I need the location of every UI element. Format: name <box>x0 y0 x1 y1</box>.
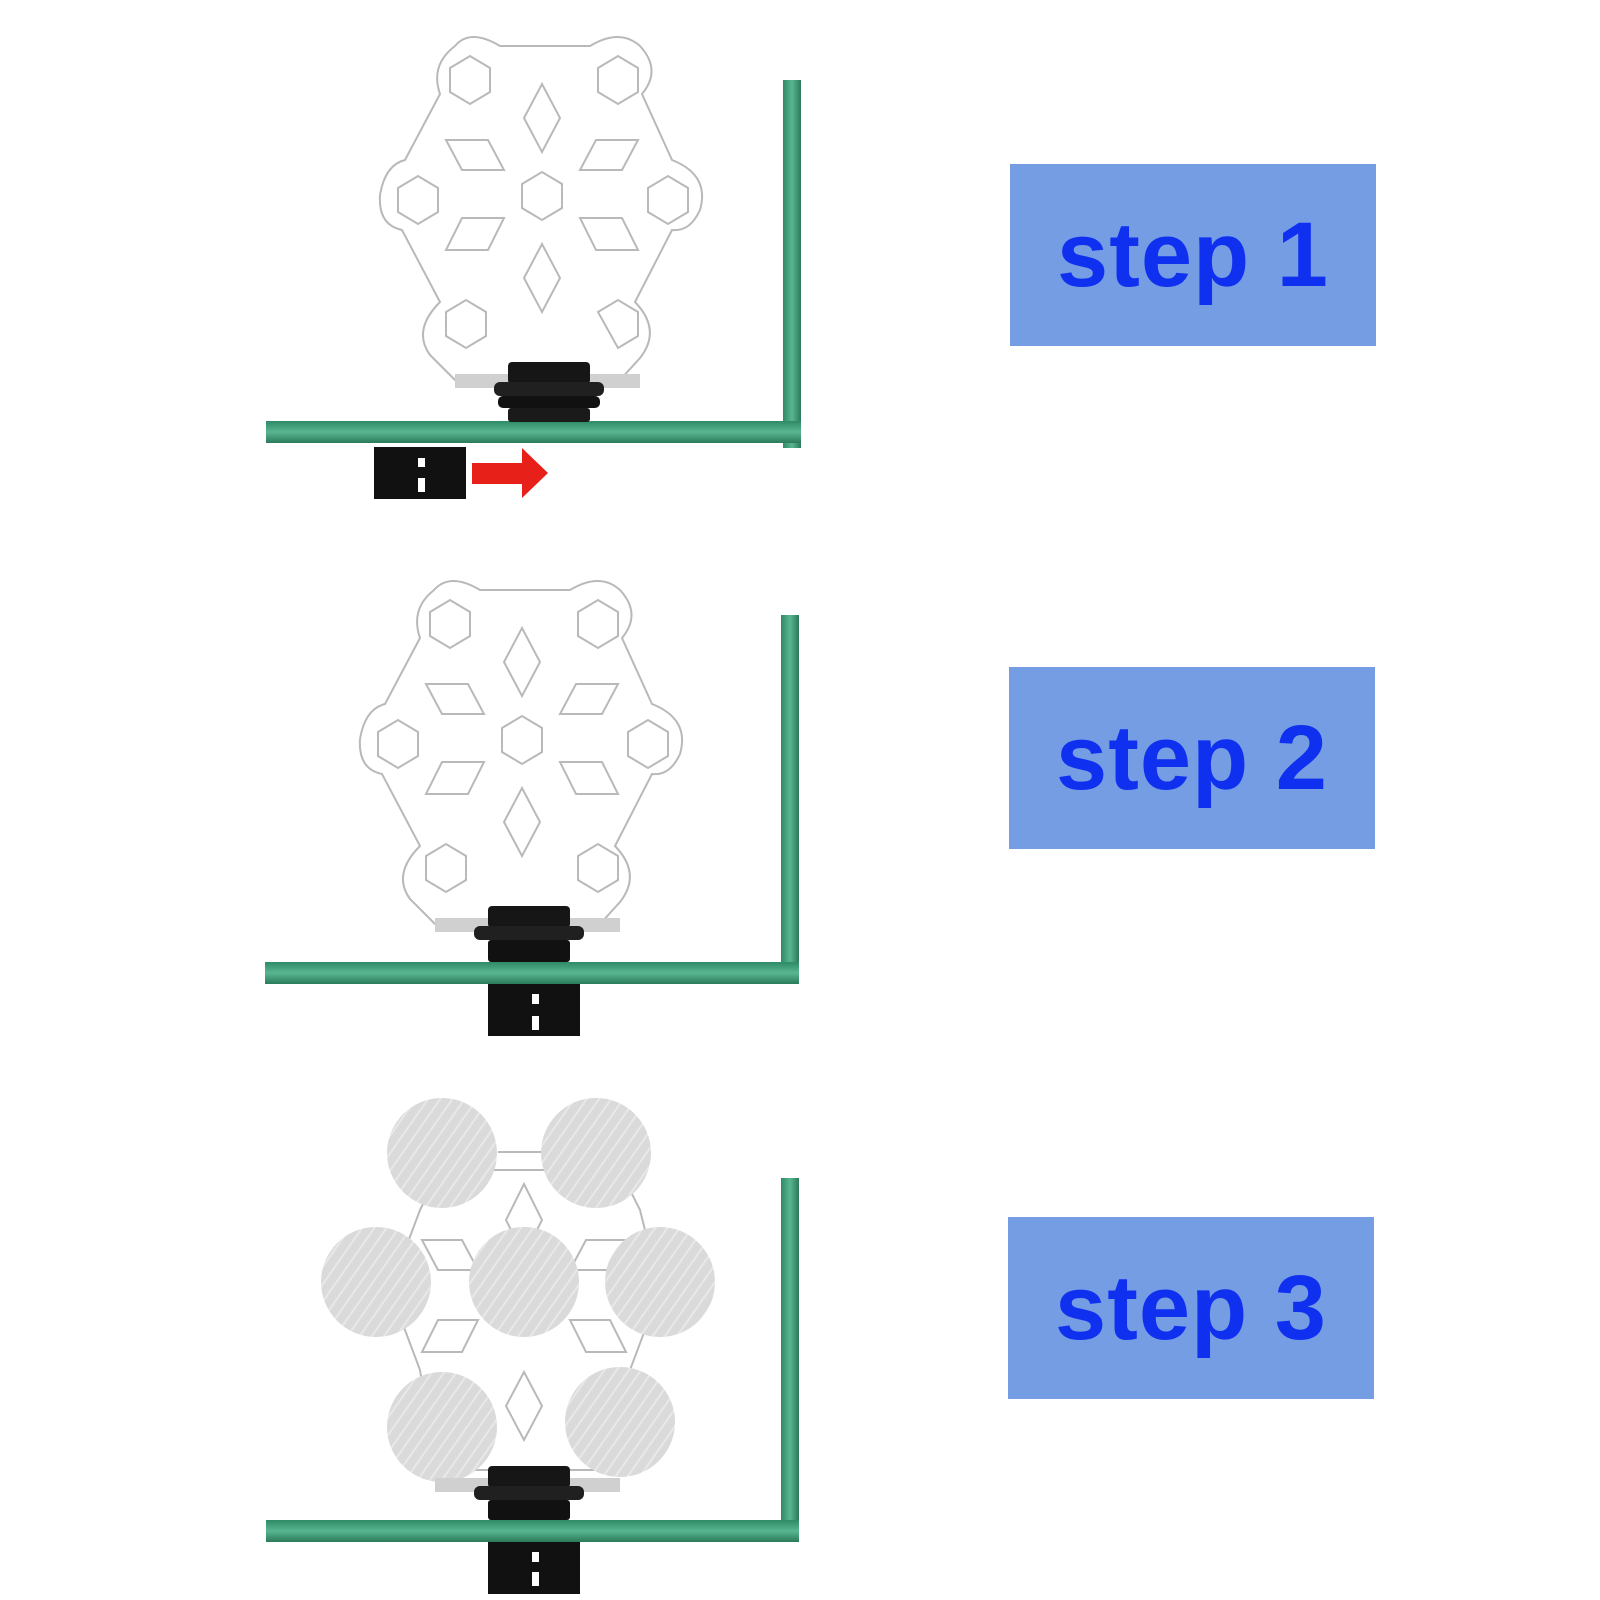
arrow-right-icon <box>472 448 548 498</box>
adhesive-pad <box>565 1367 675 1477</box>
suction-cup-base <box>455 362 640 422</box>
adhesive-pad <box>541 1098 651 1208</box>
step-1-label: step 1 <box>1010 164 1376 346</box>
glass-wall <box>783 80 801 448</box>
step-3-text: step 3 <box>1055 1256 1327 1359</box>
step-2-text: step 2 <box>1056 706 1328 809</box>
step-1-illustration <box>266 36 801 499</box>
glass-wall <box>781 1178 799 1542</box>
adhesive-pad <box>387 1372 497 1482</box>
step-2-label: step 2 <box>1009 667 1375 849</box>
step-1-text: step 1 <box>1057 203 1329 306</box>
acrylic-snowflake-panel <box>378 36 704 381</box>
step-3-illustration <box>266 1098 799 1594</box>
suction-cup-base <box>435 906 620 962</box>
step-2-illustration <box>265 580 799 1036</box>
adhesive-pad <box>321 1227 431 1337</box>
glass-shelf <box>266 421 801 443</box>
adhesive-pad <box>605 1227 715 1337</box>
acrylic-snowflake-panel <box>358 580 684 925</box>
adhesive-pads <box>321 1098 715 1482</box>
adhesive-pad <box>387 1098 497 1208</box>
clip-icon <box>374 447 466 499</box>
glass-shelf <box>266 1520 799 1542</box>
step-3-label: step 3 <box>1008 1217 1374 1399</box>
glass-wall <box>781 615 799 983</box>
adhesive-pad <box>469 1227 579 1337</box>
suction-cup-base <box>435 1466 620 1520</box>
glass-shelf <box>265 962 799 984</box>
clip-icon <box>488 1542 580 1594</box>
clip-icon <box>488 984 580 1036</box>
